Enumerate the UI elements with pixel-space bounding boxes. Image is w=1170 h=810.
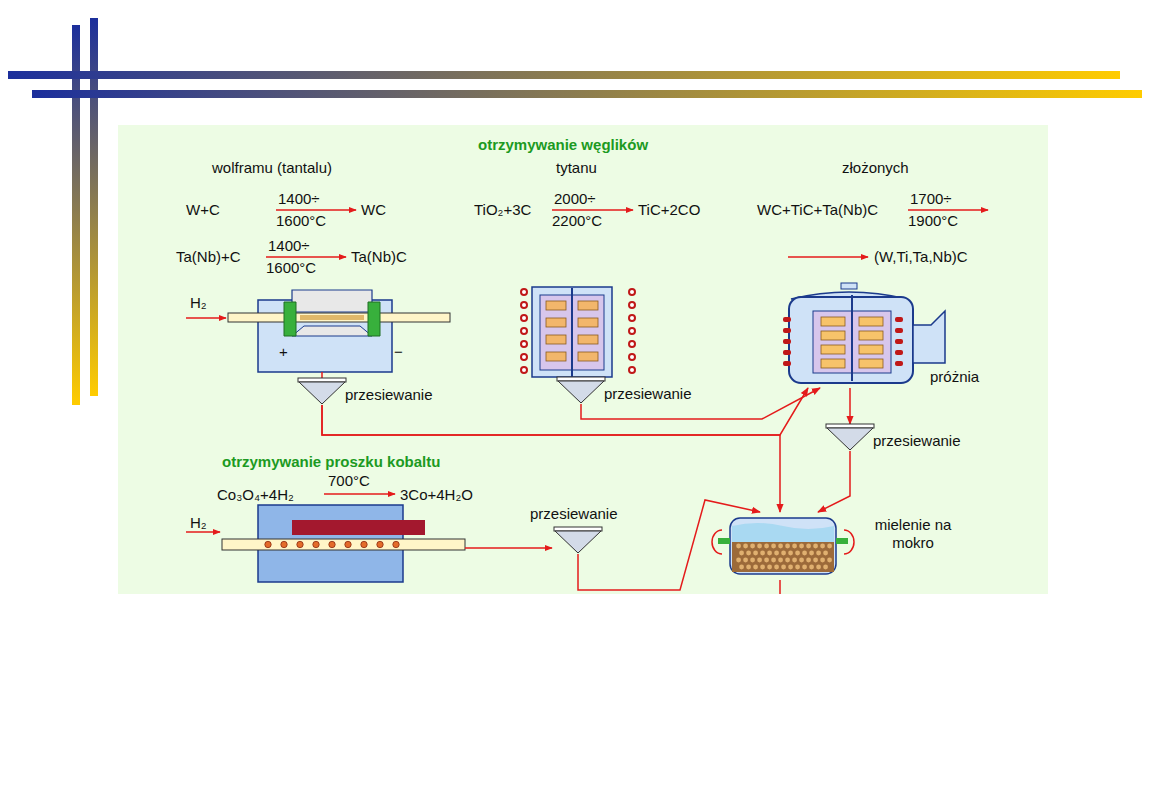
equation-text: TiC+2CO (638, 201, 700, 219)
sieve-rim (557, 377, 605, 381)
vessel-label: próżnia (930, 368, 979, 386)
temperature-label: 1700÷ (910, 190, 952, 208)
panel (118, 125, 1048, 594)
gas-label: H₂ (190, 514, 207, 532)
process-label: przesiewanie (873, 432, 961, 450)
tube-furnace (186, 290, 450, 378)
decor-bar (8, 71, 1120, 79)
decor-bar (32, 90, 1142, 98)
sieve: przesiewanie (557, 377, 696, 404)
temperature-label: 1600°C (276, 212, 326, 230)
section-heading: otrzymywanie proszku kobaltu (222, 453, 440, 471)
decor-bar (72, 25, 80, 405)
temperature-label: 2000÷ (554, 190, 596, 208)
process-label: przesiewanie (345, 386, 433, 404)
temperature-label: 2200°C (552, 212, 602, 230)
sieve: przesiewanie (530, 505, 622, 554)
sieve-rim (554, 527, 602, 531)
column-heading: tytanu (556, 159, 597, 177)
sieve-rim (826, 424, 874, 428)
equation-text: WC (361, 201, 386, 219)
equation-text: TiO₂+3C (474, 201, 531, 219)
equation-text: WC+TiC+Ta(Nb)C (757, 201, 878, 219)
sieve-funnel (555, 531, 601, 553)
equation-text: Ta(Nb)C (351, 248, 407, 266)
equation-text: (W,Ti,Ta,Nb)C (874, 248, 968, 266)
electrode-sign: − (394, 343, 403, 361)
flow-arrow (818, 451, 850, 512)
equation-text: Co₃O₄+4H₂ (217, 486, 294, 504)
electrode-sign: + (279, 343, 288, 361)
column-heading: złożonych (842, 159, 909, 177)
process-label: przesiewanie (604, 385, 692, 403)
process-label: mielenie na mokro (868, 516, 958, 552)
equation-text: W+C (186, 201, 220, 219)
flow-arrow (849, 388, 851, 424)
sieve-funnel (299, 382, 345, 404)
section-heading: otrzymywanie węglików (478, 136, 648, 154)
sieve: przesiewanie (826, 424, 965, 451)
sieve: przesiewanie (298, 378, 437, 405)
outlet-line (779, 580, 781, 594)
gas-label: H₂ (190, 294, 207, 312)
temperature-label: 1400÷ (278, 190, 320, 208)
sieve-rim (298, 378, 346, 382)
equation-text: 3Co+4H₂O (400, 486, 473, 504)
temperature-label: 1400÷ (268, 237, 310, 255)
column-heading: wolframu (tantalu) (212, 159, 332, 177)
temperature-label: 1600°C (266, 259, 316, 277)
sieve-funnel (558, 381, 604, 403)
vessel-drawing (783, 283, 945, 383)
equation-text: Ta(Nb)+C (176, 248, 241, 266)
temperature-label: 1900°C (908, 212, 958, 230)
mill-drawing (712, 518, 854, 574)
process-label: przesiewanie (530, 505, 618, 523)
temperature-label: 700°C (328, 472, 370, 490)
carbide-furnace (521, 287, 635, 380)
vacuum-furnace: próżnia (783, 283, 983, 388)
sieve-funnel (827, 428, 873, 450)
ball-mill: mielenie na mokro (718, 512, 962, 580)
reduction-furnace (186, 505, 552, 582)
